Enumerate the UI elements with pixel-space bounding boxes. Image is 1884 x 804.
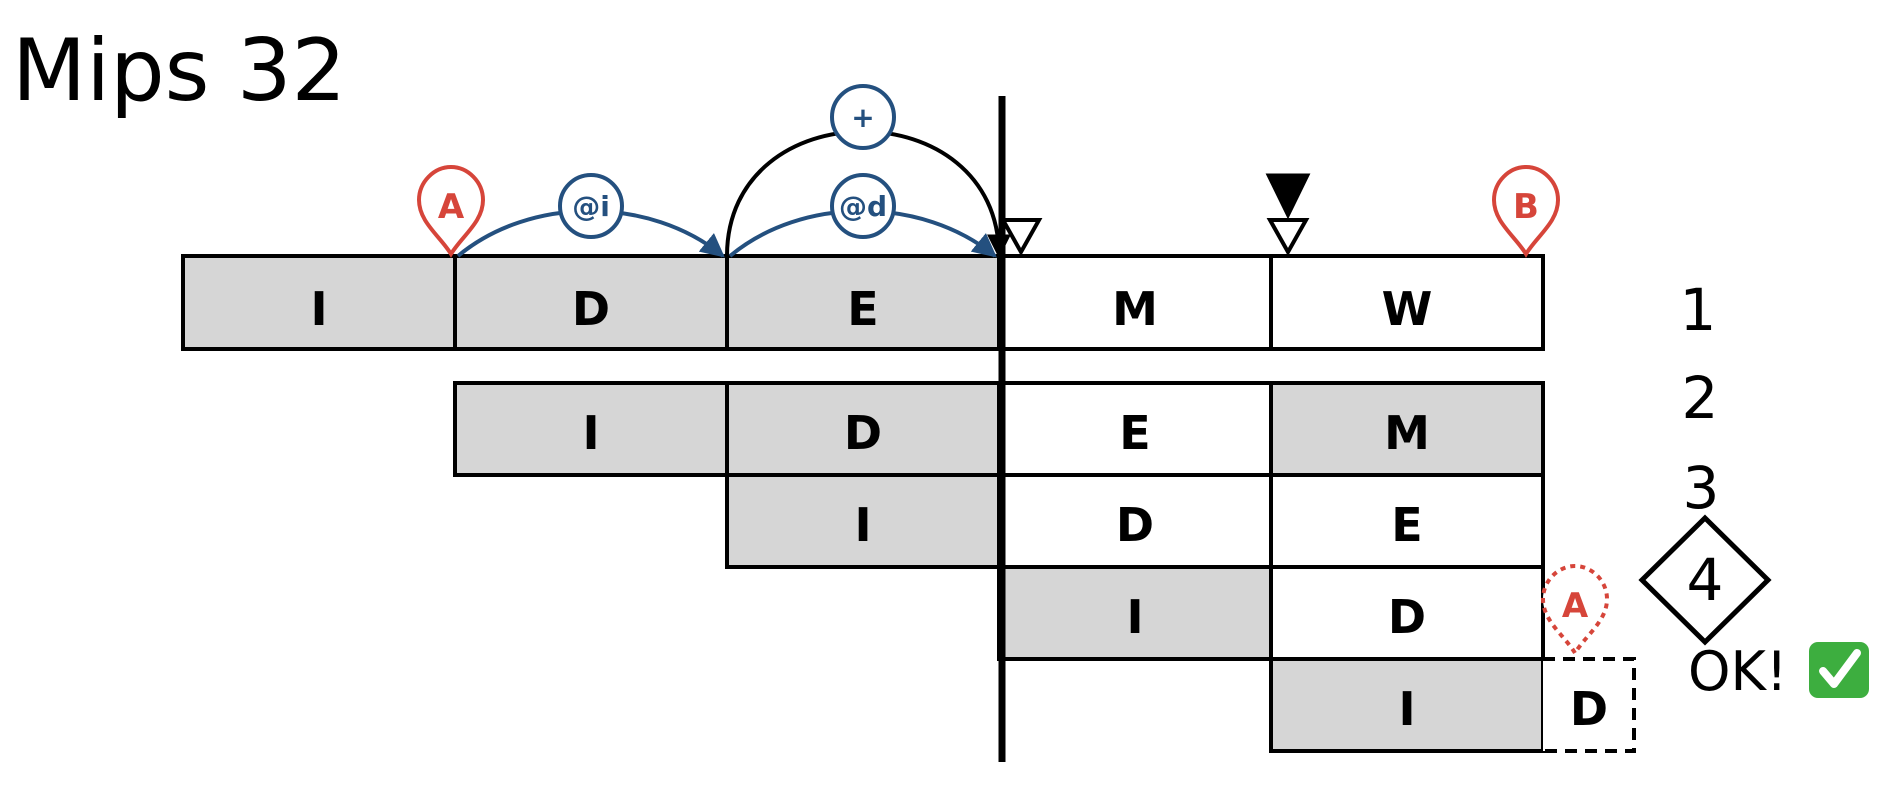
check-mark-icon (1809, 642, 1869, 698)
stage-cell (725, 254, 1001, 351)
plus-label: + (851, 101, 874, 134)
stage-label: D (1570, 682, 1608, 736)
pin-b-marker-icon: B (1491, 164, 1561, 258)
pipeline-row-1: I D E M W (181, 254, 1545, 351)
stage-cell (1269, 657, 1545, 753)
stage-label: I (1398, 682, 1415, 736)
stage-label: E (847, 282, 878, 336)
ok-status-label: OK! (1688, 640, 1788, 703)
row-number: 2 (1682, 364, 1719, 432)
filled-triangle-icon (1265, 173, 1311, 220)
addr-i-bubble: @i (558, 173, 624, 239)
stage-cell (453, 381, 729, 477)
stage-label: M (1384, 406, 1430, 460)
stage-label: I (1126, 590, 1143, 644)
pipeline-row-4: I D (997, 565, 1545, 661)
pipeline-row-5: I D (1269, 657, 1636, 753)
row-number: 1 (1680, 276, 1717, 344)
pin-a-marker-icon: A (416, 164, 486, 258)
stage-label: M (1112, 282, 1158, 336)
stage-label: E (1391, 498, 1422, 552)
stage-cell (1269, 473, 1545, 569)
addr-i-label: @i (572, 190, 610, 223)
stage-label: D (572, 282, 610, 336)
row-number: 4 (1687, 546, 1724, 614)
pin-b-label: B (1513, 187, 1539, 227)
stage-cell (997, 565, 1273, 661)
stage-cell (1269, 254, 1545, 351)
pin-a-label: A (438, 187, 465, 227)
stage-cell-dashed (1543, 657, 1636, 753)
stage-label: D (1116, 498, 1154, 552)
stage-label: I (854, 498, 871, 552)
pin-a-dotted-marker-icon: A (1540, 563, 1610, 657)
stage-cell (181, 254, 457, 351)
stage-cell (725, 473, 1001, 569)
stage-label: D (1388, 590, 1426, 644)
stage-label: I (310, 282, 327, 336)
current-row-diamond: 4 (1638, 514, 1772, 646)
page-title: Mips 32 (12, 21, 346, 121)
addr-d-label: @d (839, 190, 887, 223)
stage-cell (453, 254, 729, 351)
stage-label: W (1382, 282, 1433, 336)
stage-label: I (582, 406, 599, 460)
stage-label: D (844, 406, 882, 460)
hollow-triangle-icon (999, 218, 1043, 257)
plus-bubble: + (830, 84, 896, 150)
pipeline-row-3: I D E (725, 473, 1545, 569)
pin-a-dotted-label: A (1562, 586, 1589, 626)
stage-label: E (1119, 406, 1150, 460)
addr-d-bubble: @d (830, 173, 896, 239)
row-number: 3 (1683, 454, 1720, 522)
hollow-triangle-icon (1266, 218, 1310, 257)
